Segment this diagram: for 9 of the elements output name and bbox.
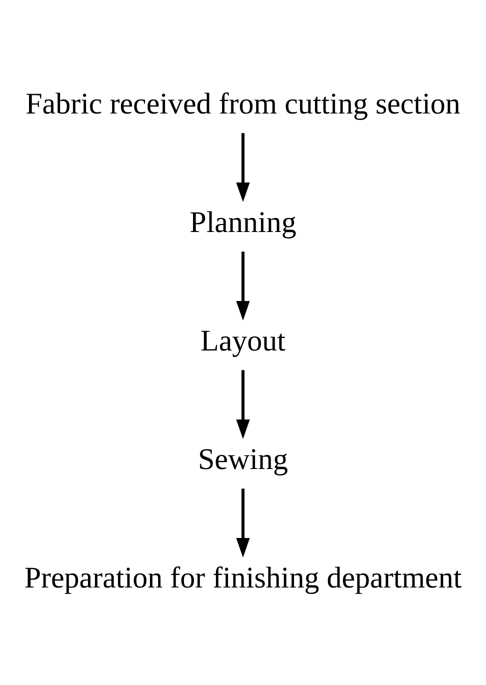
node-text: Layout	[200, 324, 286, 357]
node-text: Planning	[190, 206, 296, 238]
node-text: Fabric received from cutting section	[26, 87, 460, 120]
arrow	[236, 251, 250, 320]
arrow	[236, 370, 250, 438]
node-text: Preparation for finishing department	[24, 561, 462, 594]
arrow	[236, 488, 250, 557]
arrow	[236, 132, 250, 202]
node-text: Sewing	[198, 442, 288, 476]
